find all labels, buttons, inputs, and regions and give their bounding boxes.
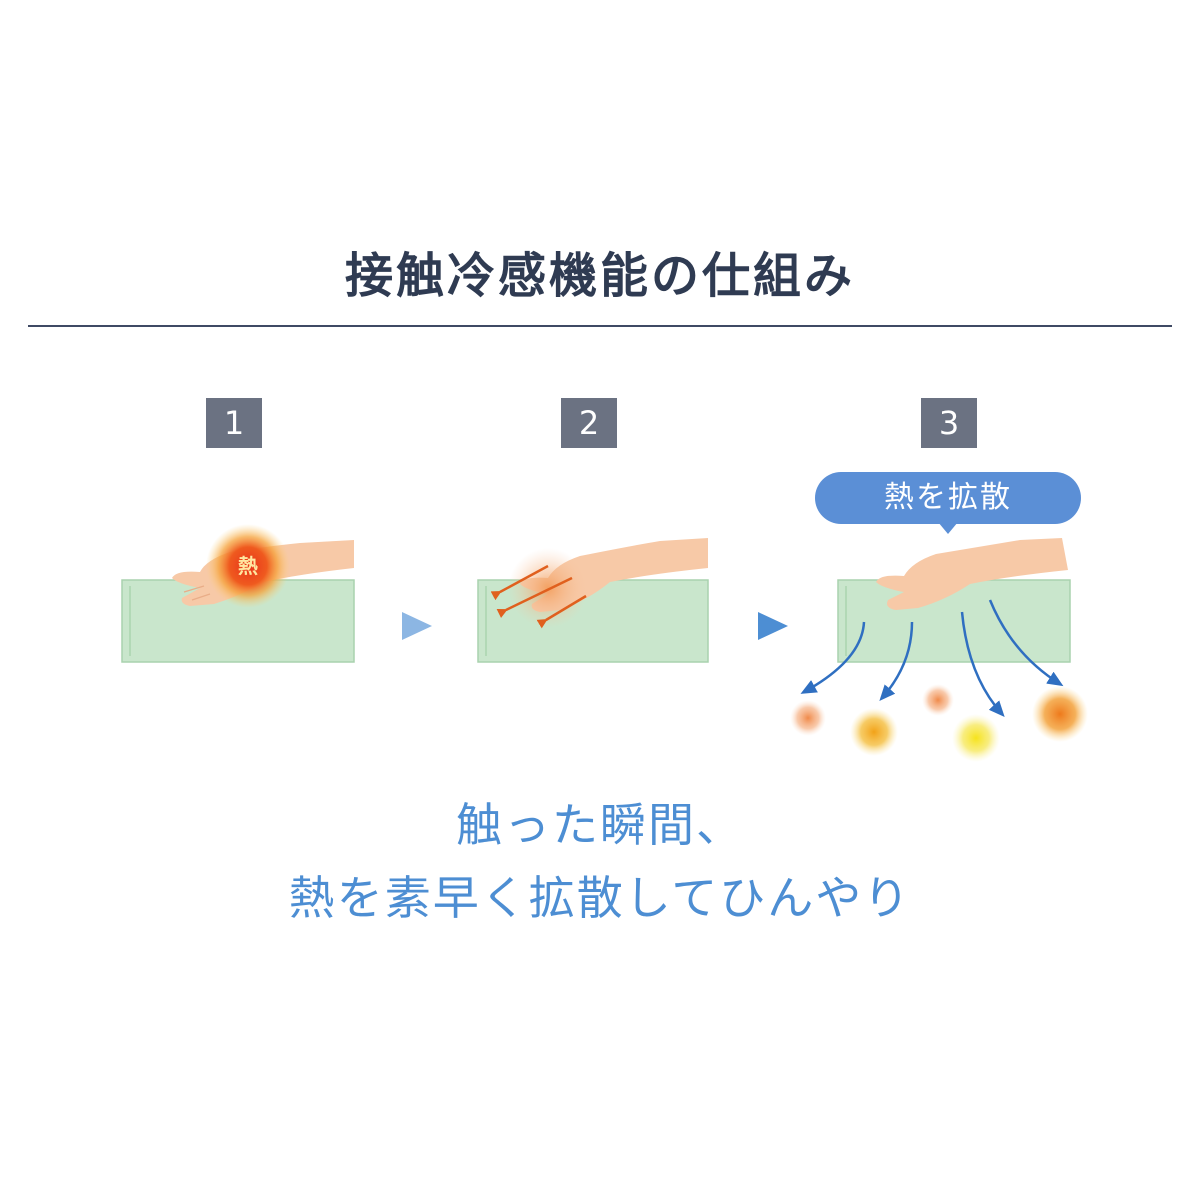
hand-shape — [876, 538, 1068, 610]
page-title: 接触冷感機能の仕組み — [344, 248, 855, 304]
heat-spot — [206, 524, 290, 608]
step-badge-2: 2 — [561, 398, 617, 448]
heat-particle — [952, 714, 1000, 762]
blue-arrow-icon — [879, 621, 914, 702]
diffuse-heat-bubble: 熱を拡散 — [815, 472, 1081, 524]
heat-particle — [850, 708, 898, 756]
blue-arrow-icon — [988, 599, 1064, 687]
panel-1: 熱 — [121, 524, 355, 663]
heat-particle — [790, 700, 826, 736]
fabric-block — [837, 579, 1071, 663]
step-arrow-icon — [402, 612, 432, 640]
heat-particle — [1032, 686, 1088, 742]
orange-arrow-icon — [490, 564, 549, 601]
heat-particle — [922, 684, 954, 716]
step-arrow-icon — [758, 612, 788, 640]
panel-3 — [790, 538, 1088, 762]
heat-label: 熱 — [238, 554, 258, 578]
orange-arrow-icon — [496, 576, 573, 618]
blue-arrow-icon — [800, 621, 866, 694]
caption-line-1: 触った瞬間、 — [456, 798, 744, 852]
orange-arrow-icon — [536, 594, 587, 629]
step-badge-3: 3 — [921, 398, 977, 448]
heat-glow — [508, 548, 588, 628]
caption-line-2: 熱を素早く拡散してひんやり — [288, 871, 912, 925]
blue-arrow-icon — [960, 611, 1005, 717]
panel-2 — [477, 538, 709, 663]
title-divider — [28, 325, 1172, 327]
step-badge-1: 1 — [206, 398, 262, 448]
bubble-tail — [938, 522, 958, 534]
